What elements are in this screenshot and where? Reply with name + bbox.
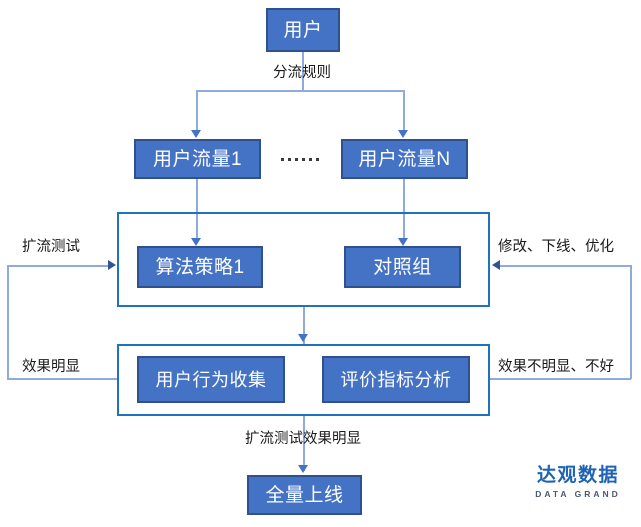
node-user[interactable]: 用户 bbox=[266, 8, 340, 52]
node-metric-analysis-label: 评价指标分析 bbox=[340, 369, 452, 390]
connector-experiment-to-analysis bbox=[303, 307, 305, 344]
node-user-label: 用户 bbox=[283, 19, 323, 41]
arrowhead-right-loop bbox=[492, 260, 500, 270]
node-full-launch-label: 全量上线 bbox=[265, 484, 344, 506]
node-strategy-1[interactable]: 算法策略1 bbox=[137, 246, 263, 288]
connector-analysis-to-final bbox=[303, 416, 305, 471]
label-bottom-center: 扩流测试效果明显 bbox=[245, 431, 361, 447]
brand-logo-cn: 达观数据 bbox=[536, 465, 619, 486]
arrowhead-control-group bbox=[398, 238, 408, 246]
label-left-top: 扩流测试 bbox=[22, 239, 80, 255]
node-traffic-n[interactable]: 用户流量N bbox=[341, 139, 468, 179]
label-split-rule: 分流规则 bbox=[273, 65, 331, 81]
connector-split-bus bbox=[196, 90, 404, 92]
connector-user-down bbox=[302, 52, 304, 90]
connector-left-loop-bottom bbox=[7, 378, 117, 380]
node-metric-analysis[interactable]: 评价指标分析 bbox=[322, 356, 470, 403]
connector-left-loop-top bbox=[7, 265, 110, 267]
brand-logo: 达观数据 DATA GRAND bbox=[522, 466, 634, 499]
group-experiment bbox=[117, 212, 490, 307]
connector-right-loop-top bbox=[500, 265, 631, 267]
arrowhead-final bbox=[298, 465, 308, 473]
connector-right-loop-vertical bbox=[630, 265, 632, 379]
connector-right-loop-bottom bbox=[490, 378, 631, 380]
node-traffic-n-label: 用户流量N bbox=[358, 148, 451, 170]
ellipsis-icon bbox=[281, 158, 319, 161]
node-full-launch[interactable]: 全量上线 bbox=[247, 475, 362, 515]
arrowhead-trafficN bbox=[398, 130, 408, 138]
connector-traffic1-down bbox=[196, 179, 198, 240]
node-traffic-1[interactable]: 用户流量1 bbox=[134, 139, 261, 179]
label-left-bottom: 效果明显 bbox=[22, 359, 80, 375]
node-behavior-collection-label: 用户行为收集 bbox=[155, 369, 267, 390]
group-analysis bbox=[117, 344, 490, 416]
connector-branch-left bbox=[196, 90, 198, 133]
arrowhead-traffic1 bbox=[191, 130, 201, 138]
label-right-bottom: 效果不明显、不好 bbox=[498, 359, 614, 375]
node-control-group[interactable]: 对照组 bbox=[344, 246, 461, 288]
connector-branch-right bbox=[403, 90, 405, 133]
node-strategy-1-label: 算法策略1 bbox=[155, 256, 245, 278]
node-traffic-1-label: 用户流量1 bbox=[152, 148, 243, 170]
brand-logo-en: DATA GRAND bbox=[535, 489, 621, 499]
arrowhead-analysis-group bbox=[298, 334, 308, 342]
connector-trafficn-down bbox=[403, 179, 405, 240]
label-right-top: 修改、下线、优化 bbox=[498, 239, 614, 255]
arrowhead-left-loop bbox=[108, 260, 116, 270]
arrowhead-strategy1 bbox=[191, 238, 201, 246]
node-behavior-collection[interactable]: 用户行为收集 bbox=[137, 356, 285, 403]
node-control-group-label: 对照组 bbox=[373, 256, 432, 278]
connector-left-loop-vertical bbox=[7, 265, 9, 379]
